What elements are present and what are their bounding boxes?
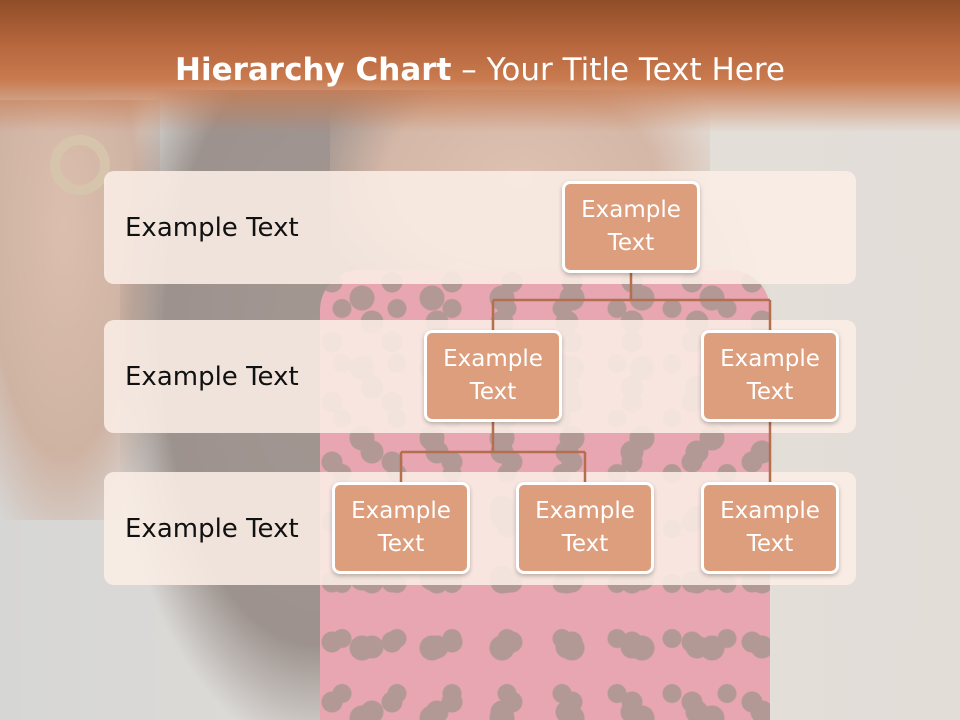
title-bold: Hierarchy Chart [175, 52, 452, 88]
node-level2-left[interactable]: Example Text [424, 330, 562, 422]
node-level2-right[interactable]: Example Text [701, 330, 839, 422]
level-label-3: Example Text [125, 513, 299, 544]
node-level3-left-child-1[interactable]: Example Text [332, 482, 470, 574]
level-band-1: Example Text [104, 171, 856, 284]
level-label-1: Example Text [125, 212, 299, 243]
level-label-2: Example Text [125, 361, 299, 392]
node-level3-right-child-1[interactable]: Example Text [701, 482, 839, 574]
slide-title: Hierarchy Chart – Your Title Text Here [0, 52, 960, 88]
node-root[interactable]: Example Text [562, 181, 700, 273]
node-level3-left-child-2[interactable]: Example Text [516, 482, 654, 574]
title-band [0, 0, 960, 132]
title-rest: – Your Title Text Here [451, 52, 785, 88]
